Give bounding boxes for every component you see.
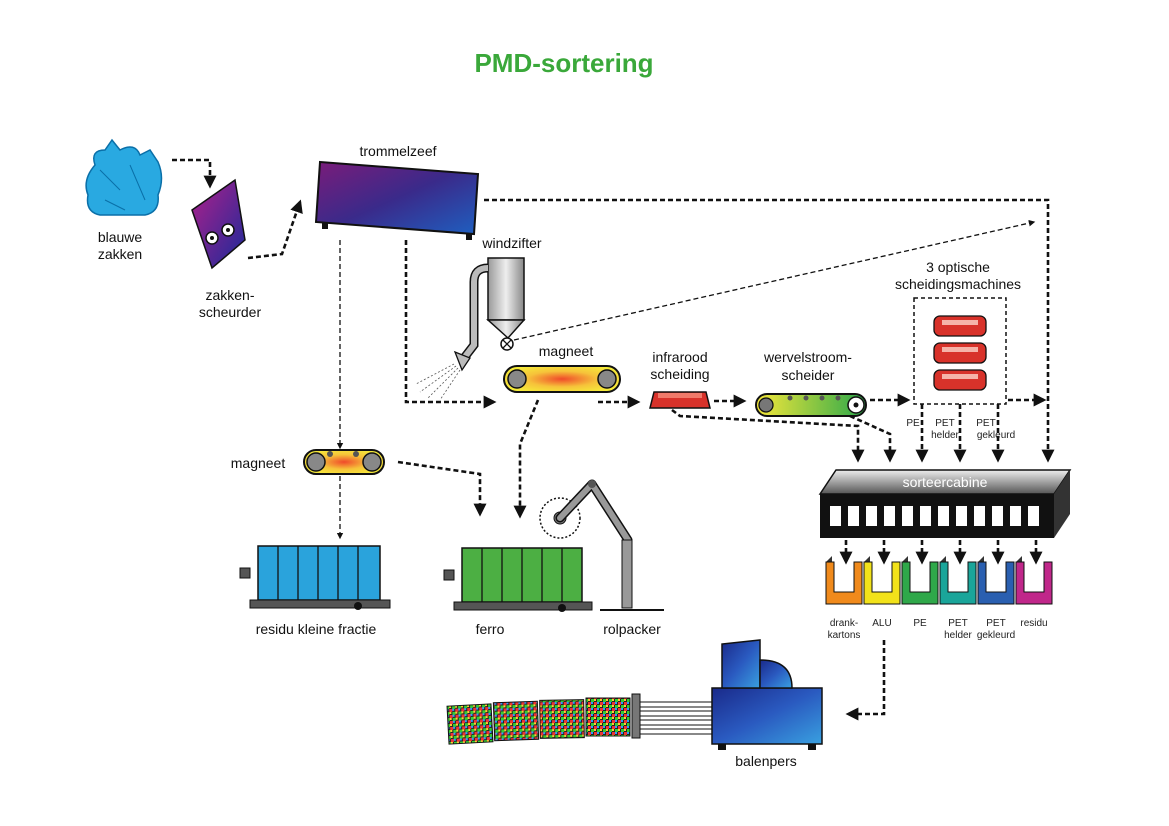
- bin-label: kartons: [828, 630, 861, 641]
- eddy-current-separator-icon: [755, 393, 867, 417]
- optical-out-helder: helder: [931, 430, 959, 441]
- bin-label: helder: [944, 630, 972, 641]
- bin-label: ALU: [872, 618, 891, 629]
- bin-label: PET: [986, 618, 1005, 629]
- label-wervelstroom: wervelstroom-: [763, 349, 852, 365]
- infrared-separator-icon: [649, 391, 711, 409]
- magnet-conveyor-top-icon: [503, 365, 621, 393]
- label-trommelzeef: trommelzeef: [359, 143, 436, 159]
- optical-out-pet2: PET: [976, 418, 995, 429]
- output-bin: [863, 556, 901, 605]
- blue-bags-icon: [85, 138, 163, 216]
- label-scheurder: scheurder: [199, 304, 262, 320]
- optical-group-frame: [913, 297, 1007, 405]
- label-residu-kleine-fractie: residu kleine fractie: [256, 621, 377, 637]
- label-scheidingsmachines: scheidingsmachines: [895, 276, 1021, 292]
- magnet-conveyor-left-icon: [303, 449, 385, 475]
- optical-out-pet1: PET: [935, 418, 954, 429]
- bin-label: gekleurd: [977, 630, 1015, 641]
- drum-sieve-icon: [314, 160, 480, 240]
- output-bin: [977, 556, 1015, 605]
- rolpacker-icon: [539, 479, 664, 611]
- output-bin: [1015, 556, 1053, 605]
- baler-icon: [446, 639, 823, 750]
- bin-label: PET: [948, 618, 967, 629]
- label-scheider: scheider: [782, 367, 835, 383]
- label-blauwe: blauwe: [98, 229, 143, 245]
- label-sorteercabine: sorteercabine: [903, 474, 988, 490]
- air-separator-icon: [415, 257, 526, 401]
- output-bin: [901, 556, 939, 605]
- label-zakken-dash: zakken-: [205, 287, 254, 303]
- flow-arrows: [172, 158, 1055, 721]
- label-zakken: zakken: [98, 246, 142, 262]
- label-optische: 3 optische: [926, 259, 990, 275]
- optical-out-gekleurd: gekleurd: [977, 430, 1015, 441]
- ferro-container-icon: [443, 547, 593, 612]
- label-magneet-top: magneet: [539, 343, 594, 359]
- bin-label: PE: [913, 618, 927, 629]
- residu-container-icon: [239, 545, 391, 610]
- label-scheiding: scheiding: [650, 366, 709, 382]
- sorting-cabin-icon: [818, 469, 1072, 538]
- label-ferro: ferro: [476, 621, 505, 637]
- output-bin: [825, 556, 863, 605]
- label-rolpacker: rolpacker: [603, 621, 661, 637]
- bag-shredder-icon: [191, 178, 246, 270]
- optical-machines-icon: [933, 315, 987, 391]
- output-bin: [939, 556, 977, 605]
- label-balenpers: balenpers: [735, 753, 797, 769]
- optical-out-pe: PE: [906, 418, 920, 429]
- label-windzifter: windzifter: [481, 235, 541, 251]
- page-title: PMD-sortering: [474, 48, 653, 78]
- label-magneet-left: magneet: [231, 455, 286, 471]
- label-infrarood: infrarood: [652, 349, 707, 365]
- bin-label: residu: [1020, 618, 1047, 629]
- bin-label: drank-: [830, 618, 858, 629]
